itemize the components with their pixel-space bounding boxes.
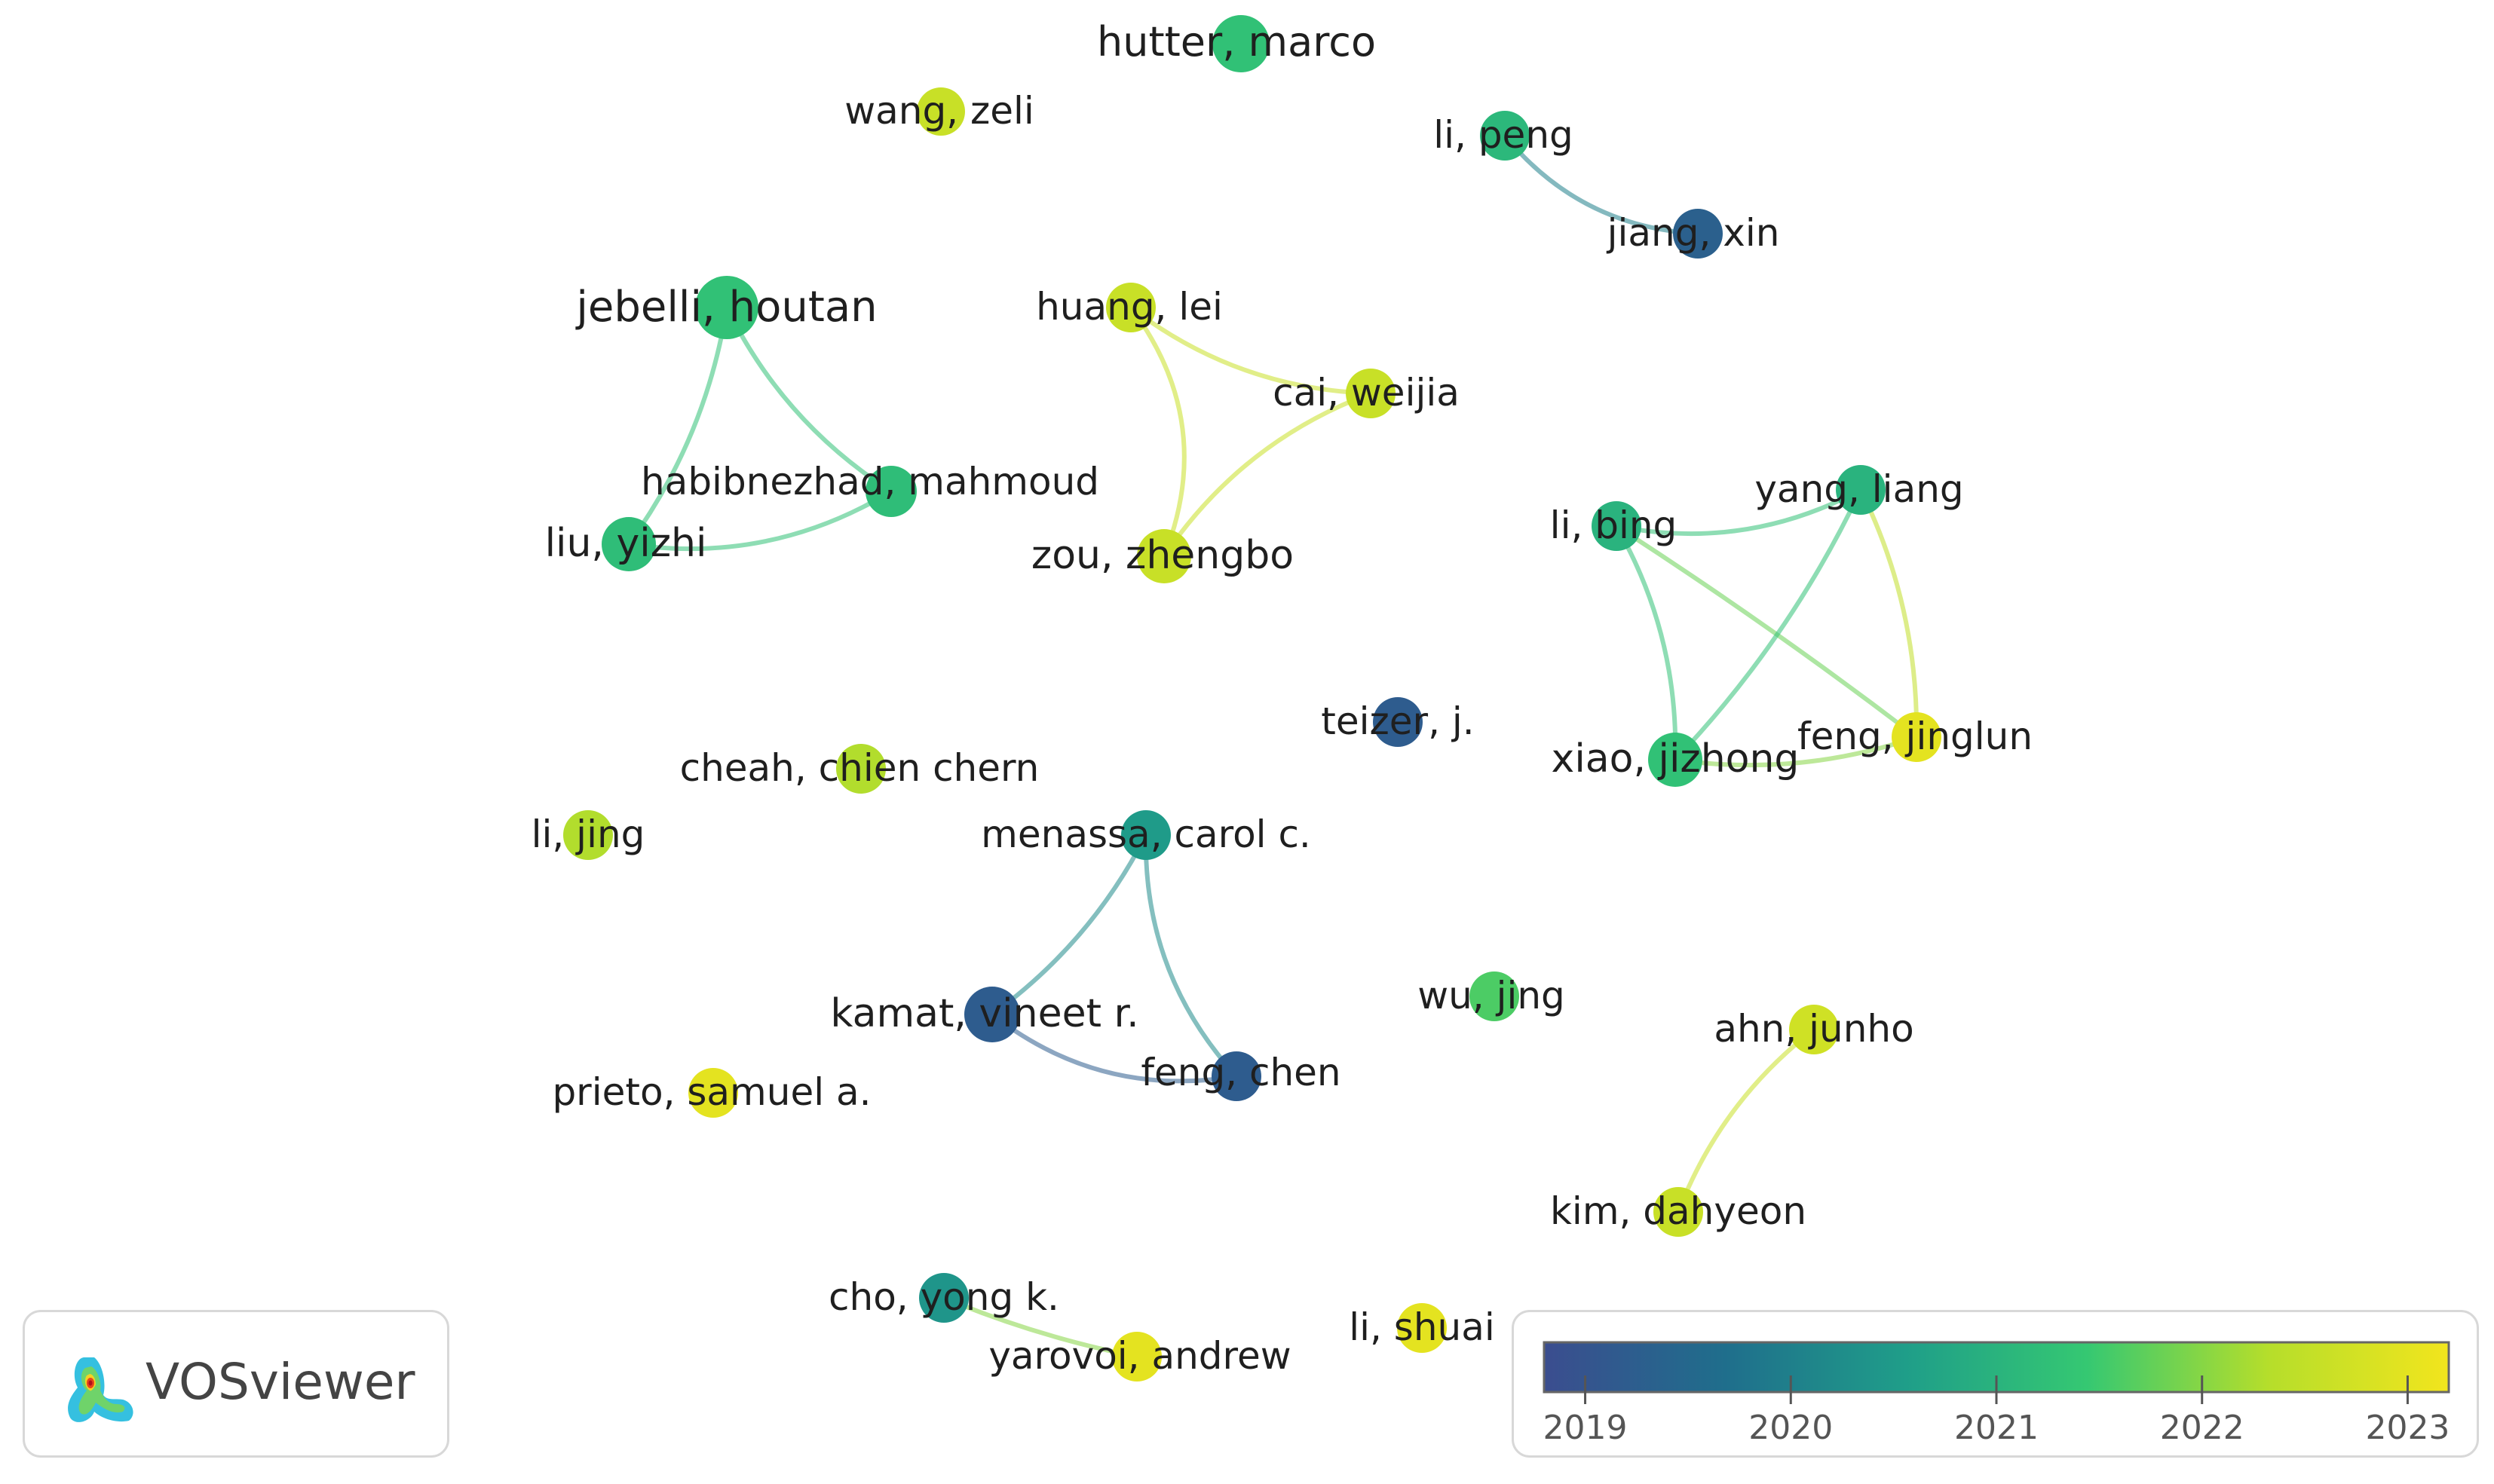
node-habibnezhad-mahmoud[interactable] [866,466,917,517]
node-label-jiang-xin[interactable]: jiang, xin [1607,211,1780,255]
vosviewer-logo-box: VOSviewer [23,1310,449,1458]
node-label-cho-yong-k[interactable]: cho, yong k. [829,1275,1059,1319]
node-li-peng[interactable] [1480,111,1530,161]
link-cai-weijia-zou-zhengbo [1162,391,1372,558]
node-cho-yong-k[interactable] [919,1273,969,1323]
node-li-bing[interactable] [1592,501,1641,551]
node-label-yarovoi-andrew[interactable]: yarovoi, andrew [988,1334,1291,1378]
link-menassa-carol-c-kamat-vineet-r [991,834,1148,1017]
node-kamat-vineet-r[interactable] [964,987,1020,1042]
node-label-wu-jing[interactable]: wu, jing [1417,974,1565,1017]
node-prieto-samuel-a[interactable] [688,1068,738,1118]
link-ahn-junho-kim-dahyeon [1676,1027,1815,1213]
node-jebelli-houtan[interactable] [695,276,758,339]
legend-ticks: 2019 2020 2021 2022 2023 [1543,1375,2450,1447]
node-label-habibnezhad-mahmoud[interactable]: habibnezhad, mahmoud [641,460,1099,503]
node-teizer-j[interactable] [1373,697,1423,747]
node-wang-zeli[interactable] [917,87,965,136]
link-jebelli-houtan-habibnezhad-mahmoud [725,306,893,494]
node-label-li-shuai[interactable]: li, shuai [1349,1305,1495,1349]
node-label-feng-chen[interactable]: feng, chen [1141,1051,1340,1094]
year-color-legend: 2019 2020 2021 2022 2023 [1512,1310,2479,1458]
node-label-teizer-j[interactable]: teizer, j. [1321,699,1474,743]
link-li-bing-feng-jinglun [1615,524,1918,739]
legend-tick-label: 2019 [1543,1409,1628,1447]
node-yarovoi-andrew[interactable] [1112,1332,1162,1381]
legend-tick-label: 2020 [1748,1409,1833,1447]
node-kim-dahyeon[interactable] [1653,1187,1703,1237]
node-wu-jing[interactable] [1469,971,1519,1021]
node-label-menassa-carol-c[interactable]: menassa, carol c. [981,812,1311,856]
link-xiao-jizhong-feng-jinglun [1674,735,1917,768]
node-feng-chen[interactable] [1212,1051,1261,1101]
node-label-jebelli-houtan[interactable]: jebelli, houtan [574,283,877,332]
node-label-huang-lei[interactable]: huang, lei [1036,285,1223,329]
node-xiao-jizhong[interactable] [1648,733,1702,787]
node-label-xiao-jizhong[interactable]: xiao, jizhong [1552,736,1800,782]
node-label-hutter-marco[interactable]: hutter, marco [1097,18,1376,66]
node-label-ahn-junho[interactable]: ahn, junho [1714,1007,1913,1051]
link-liu-yizhi-habibnezhad-mahmoud [628,489,893,552]
network-labels: hutter, marco wang, zeli li, peng jiang, xi… [532,18,2033,1378]
node-liu-yizhi[interactable] [602,517,656,571]
node-li-shuai[interactable] [1397,1303,1447,1353]
legend-tick-label: 2021 [1954,1409,2039,1447]
node-label-wang-zeli[interactable]: wang, zeli [844,89,1034,133]
link-li-bing-yang-liang [1616,488,1862,537]
node-label-zou-zhengbo[interactable]: zou, zhengbo [1031,533,1294,578]
link-menassa-carol-c-feng-chen [1143,834,1239,1079]
node-zou-zhengbo[interactable] [1137,529,1191,583]
node-label-li-bing[interactable]: li, bing [1550,503,1677,547]
node-jiang-xin[interactable] [1673,209,1723,259]
node-li-jing[interactable] [563,810,613,860]
node-label-li-peng[interactable]: li, peng [1433,113,1573,157]
link-cho-yong-k-yarovoi-andrew [942,1296,1138,1359]
node-label-yang-liang[interactable]: yang, liang [1754,467,1963,511]
app-logo-text: VOSviewer [146,1353,415,1411]
link-yang-liang-xiao-jizhong [1673,488,1863,762]
link-huang-lei-cai-weijia [1129,305,1371,396]
legend-colorbar: 2019 2020 2021 2022 2023 [1543,1341,2450,1447]
node-label-kamat-vineet-r[interactable]: kamat, vineet r. [830,991,1138,1036]
node-ahn-junho[interactable] [1789,1005,1839,1054]
node-label-cheah-chien-chern[interactable]: cheah, chien chern [680,746,1040,790]
node-label-liu-yizhi[interactable]: liu, yizhi [545,521,707,566]
node-label-prieto-samuel-a[interactable]: prieto, samuel a. [552,1070,871,1114]
node-label-cai-weijia[interactable]: cai, weijia [1273,371,1460,415]
node-label-feng-jinglun[interactable]: feng, jinglun [1797,714,2033,758]
link-li-bing-xiao-jizhong [1614,525,1678,760]
vosviewer-density-logo-icon [68,1357,133,1422]
network-links [627,134,1920,1359]
node-label-li-jing[interactable]: li, jing [532,812,645,856]
link-kamat-vineet-r-feng-chen [991,1012,1237,1084]
link-li-peng-jiang-xin [1503,134,1699,236]
node-hutter-marco[interactable] [1212,15,1270,72]
node-yang-liang[interactable] [1836,465,1886,515]
node-feng-jinglun[interactable] [1892,712,1941,762]
network-nodes [563,15,1941,1381]
node-huang-lei[interactable] [1106,283,1156,332]
node-cheah-chien-chern[interactable] [836,744,886,794]
link-yang-liang-feng-jinglun [1858,488,1920,738]
link-huang-lei-zou-zhengbo [1129,306,1187,558]
node-cai-weijia[interactable] [1346,369,1396,418]
node-menassa-carol-c[interactable] [1121,810,1171,860]
node-label-kim-dahyeon[interactable]: kim, dahyeon [1550,1189,1806,1233]
legend-tick-label: 2023 [2365,1409,2450,1447]
link-jebelli-houtan-liu-yizhi [627,307,729,546]
legend-tick-label: 2022 [2160,1409,2244,1447]
